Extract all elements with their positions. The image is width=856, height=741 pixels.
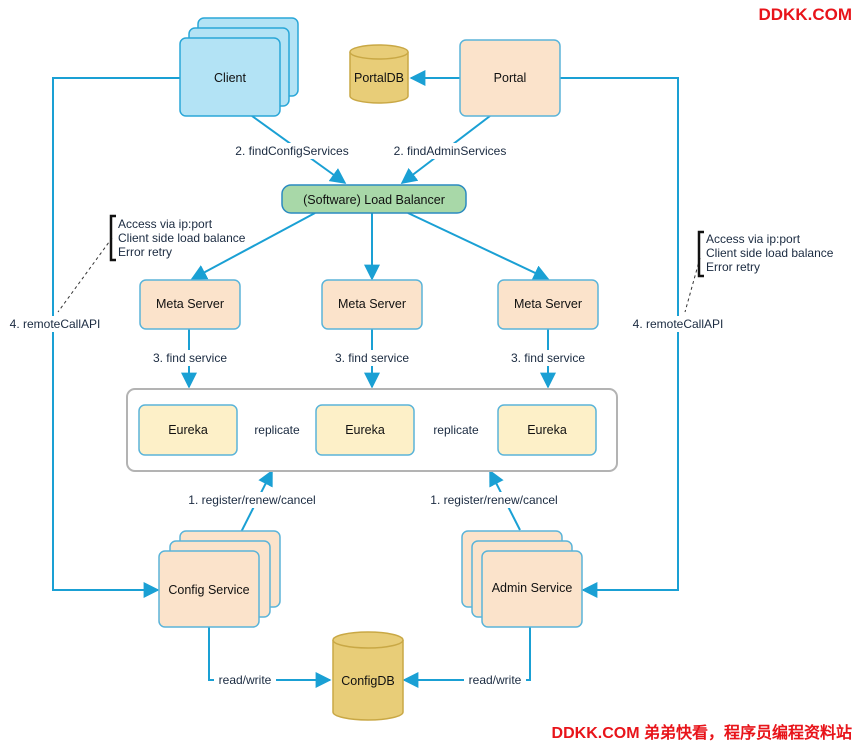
eureka-center: Eureka <box>315 404 415 456</box>
note-left-bracket <box>109 214 116 262</box>
edge-rw-admin <box>402 627 531 688</box>
config-service-label: Config Service <box>168 583 249 597</box>
note-right-line-3: Error retry <box>706 260 760 274</box>
label-read-write-left: read/write <box>219 673 272 687</box>
note-right: Access via ip:port Client side load bala… <box>706 232 834 274</box>
label-replicate-left: replicate <box>254 423 300 437</box>
meta-server-right-label: Meta Server <box>514 297 582 311</box>
edge-remotecall-left <box>52 77 180 598</box>
meta-server-left-label: Meta Server <box>156 297 224 311</box>
note-left-leader <box>57 237 113 313</box>
config-service-node: Config Service <box>158 530 281 628</box>
note-left-line-3: Error retry <box>118 245 172 259</box>
label-register-left: 1. register/renew/cancel <box>188 493 315 507</box>
edge-labels: 2. findConfigServices 2. findAdminServic… <box>6 143 728 688</box>
meta-server-center-label: Meta Server <box>338 297 406 311</box>
portal-label: Portal <box>494 71 527 85</box>
note-left: Access via ip:port Client side load bala… <box>118 217 246 259</box>
note-left-line-2: Client side load balance <box>118 231 246 245</box>
config-db: ConfigDB <box>332 631 404 721</box>
load-balancer-node: (Software) Load Balancer <box>281 184 467 214</box>
label-find-service-left: 3. find service <box>153 351 227 365</box>
label-find-admin-services: 2. findAdminServices <box>394 144 507 158</box>
note-right-bracket <box>697 230 704 278</box>
note-left-line-1: Access via ip:port <box>118 217 213 231</box>
label-read-write-right: read/write <box>469 673 522 687</box>
eureka-left: Eureka <box>138 404 238 456</box>
eureka-right-label: Eureka <box>527 423 567 437</box>
portal-db: PortalDB <box>349 44 409 104</box>
portal-db-label: PortalDB <box>354 71 404 85</box>
eureka-right: Eureka <box>497 404 597 456</box>
label-remote-call-right: 4. remoteCallAPI <box>633 317 724 331</box>
label-register-right: 1. register/renew/cancel <box>430 493 557 507</box>
edge-rw-config <box>208 627 332 688</box>
admin-service-label: Admin Service <box>492 581 573 595</box>
meta-server-center: Meta Server <box>321 279 423 330</box>
watermark-bottom: DDKK.COM 弟弟快看，程序员编程资料站 <box>552 723 852 741</box>
load-balancer-label: (Software) Load Balancer <box>303 193 445 207</box>
edge-lb-meta-left <box>190 212 316 280</box>
eureka-center-label: Eureka <box>345 423 385 437</box>
label-find-service-right: 3. find service <box>511 351 585 365</box>
label-find-service-center: 3. find service <box>335 351 409 365</box>
note-right-line-1: Access via ip:port <box>706 232 801 246</box>
connectors <box>52 70 679 688</box>
label-replicate-right: replicate <box>433 423 479 437</box>
client-node: Client <box>179 17 299 117</box>
portal-node: Portal <box>459 39 561 117</box>
meta-server-left: Meta Server <box>139 279 241 330</box>
edge-lb-meta-right <box>407 212 550 281</box>
meta-server-right: Meta Server <box>497 279 599 330</box>
label-find-config-services: 2. findConfigServices <box>235 144 348 158</box>
edge-remotecall-right <box>560 77 679 598</box>
client-label: Client <box>214 71 246 85</box>
eureka-left-label: Eureka <box>168 423 208 437</box>
admin-service-node: Admin Service <box>461 530 583 628</box>
watermark-top: DDKK.COM <box>759 5 853 24</box>
config-db-label: ConfigDB <box>341 674 395 688</box>
note-right-line-2: Client side load balance <box>706 246 834 260</box>
label-remote-call-left: 4. remoteCallAPI <box>10 317 101 331</box>
